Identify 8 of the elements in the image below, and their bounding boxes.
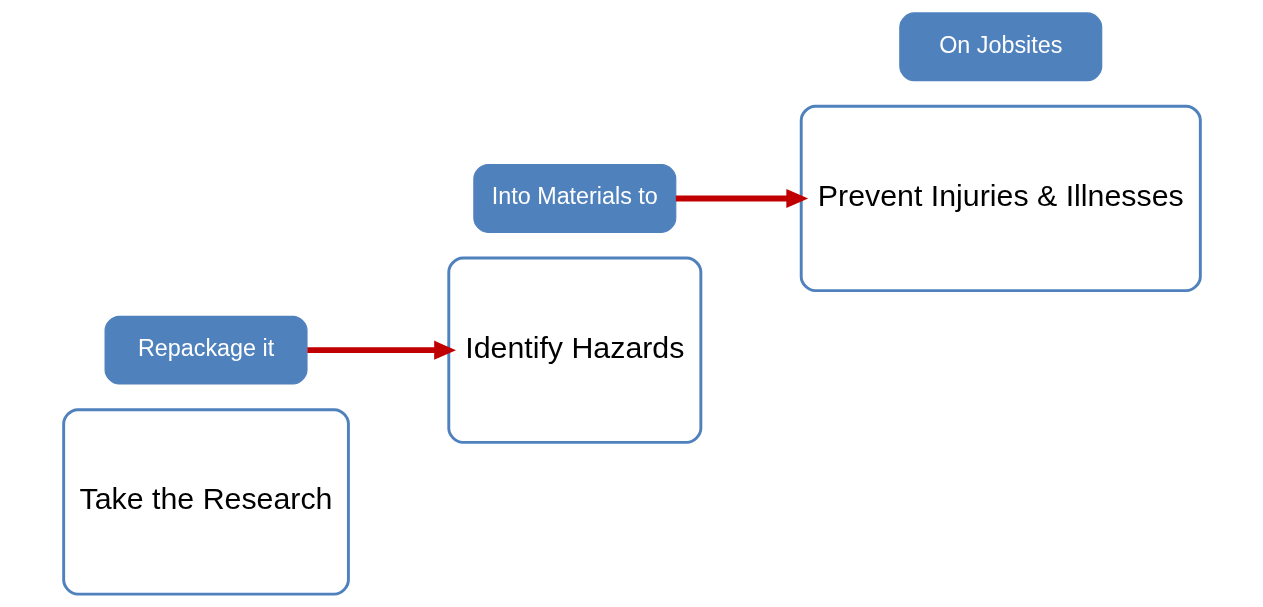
node-box: Identify Hazards	[446, 256, 702, 444]
node-box: Into Materials to	[472, 164, 676, 233]
node-box: Take the Research	[61, 408, 350, 596]
node-box: On Jobsites	[898, 12, 1102, 82]
arrow	[306, 340, 456, 360]
node-box: Prevent Injuries & Illnesses	[799, 104, 1202, 293]
node-box: Repackage it	[104, 315, 308, 385]
arrow	[675, 188, 808, 209]
